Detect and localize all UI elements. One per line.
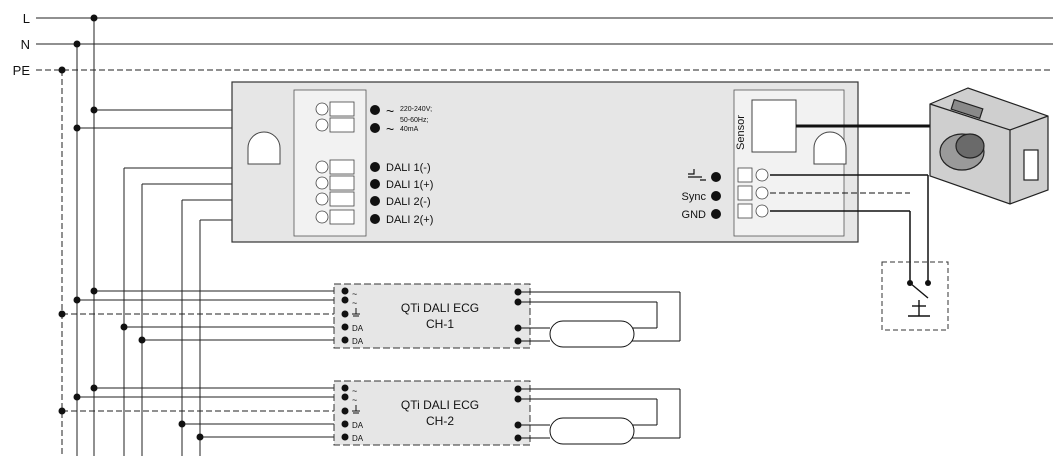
earth-icon <box>352 308 360 414</box>
ecg2-tilde-1: ~ <box>352 386 357 396</box>
junction-dots <box>58 14 204 441</box>
ecg1-tilde-2: ~ <box>352 298 357 308</box>
ecg1-channel: CH-1 <box>426 317 454 331</box>
pushbutton-icon <box>688 169 706 181</box>
dali1-minus-label: DALI 1(-) <box>386 162 431 174</box>
line-label-pe: PE <box>13 63 31 78</box>
ecg2-da-1: DA <box>352 421 364 430</box>
ecg2-channel: CH-2 <box>426 414 454 428</box>
power-spec-2: 50-60Hz; <box>400 117 428 124</box>
line-label-n: N <box>21 37 30 52</box>
sensor-label: Sensor <box>735 115 747 150</box>
ecg2-title: QTi DALI ECG <box>401 398 479 412</box>
dali1-plus-label: DALI 1(+) <box>386 179 433 191</box>
ecg1-da-2: DA <box>352 337 364 346</box>
dali2-minus-label: DALI 2(-) <box>386 196 431 208</box>
ecg1-da-1: DA <box>352 324 364 333</box>
ecg2-tilde-2: ~ <box>352 395 357 405</box>
power-spec-3: 40mA <box>400 126 419 133</box>
dali2-plus-label: DALI 2(+) <box>386 214 433 226</box>
ecg2-da-2: DA <box>352 434 364 443</box>
sensor-wiring <box>770 124 930 283</box>
pushbutton-switch <box>881 261 949 331</box>
ac-symbol-1: ~ <box>386 103 394 119</box>
ecg-unit-2 <box>333 380 681 446</box>
sensor-device-icon <box>929 87 1049 205</box>
sync-label: Sync <box>682 191 707 203</box>
gnd-label: GND <box>682 209 707 221</box>
ecg1-tilde-1: ~ <box>352 289 357 299</box>
ecg1-title: QTi DALI ECG <box>401 301 479 315</box>
ecg-unit-1 <box>333 283 681 349</box>
line-label-l: L <box>23 11 30 26</box>
power-spec-1: 220-240V; <box>400 106 432 113</box>
controller-unit <box>231 81 859 243</box>
ac-symbol-2: ~ <box>386 121 394 137</box>
